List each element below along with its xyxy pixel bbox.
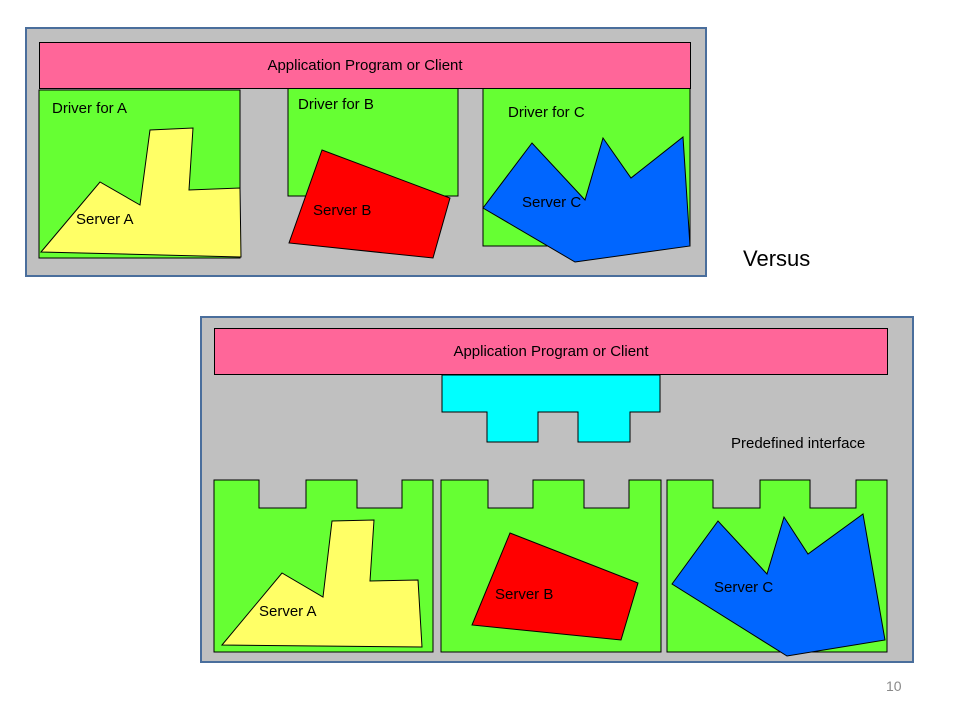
driver-c-label: Driver for C — [508, 104, 585, 121]
client-label-top: Application Program or Client — [267, 57, 463, 74]
server-c-shape-bottom — [671, 513, 886, 657]
client-bar-top: Application Program or Client — [39, 42, 691, 89]
server-a-label: Server A — [76, 211, 134, 228]
driver-a-label: Driver for A — [52, 100, 128, 117]
server-a-label-bottom: Server A — [259, 603, 317, 620]
server-c-shape — [482, 136, 691, 263]
interface-plug — [441, 374, 661, 443]
server-b-label-bottom: Server B — [495, 586, 554, 603]
server-c-label-bottom: Server C — [714, 579, 774, 596]
server-b-label: Server B — [313, 202, 372, 219]
client-label-bottom: Application Program or Client — [453, 343, 649, 360]
server-b-shape — [288, 149, 451, 259]
server-a-shape — [39, 127, 242, 258]
page-number: 10 — [886, 678, 902, 694]
server-b-shape-bottom — [471, 532, 639, 641]
versus-label: Versus — [743, 246, 811, 271]
driver-b-label: Driver for B — [298, 96, 374, 113]
predefined-interface-label: Predefined interface — [731, 435, 866, 452]
server-c-label: Server C — [522, 194, 582, 211]
client-bar-bottom: Application Program or Client — [214, 328, 888, 375]
server-a-shape-bottom — [220, 519, 423, 648]
